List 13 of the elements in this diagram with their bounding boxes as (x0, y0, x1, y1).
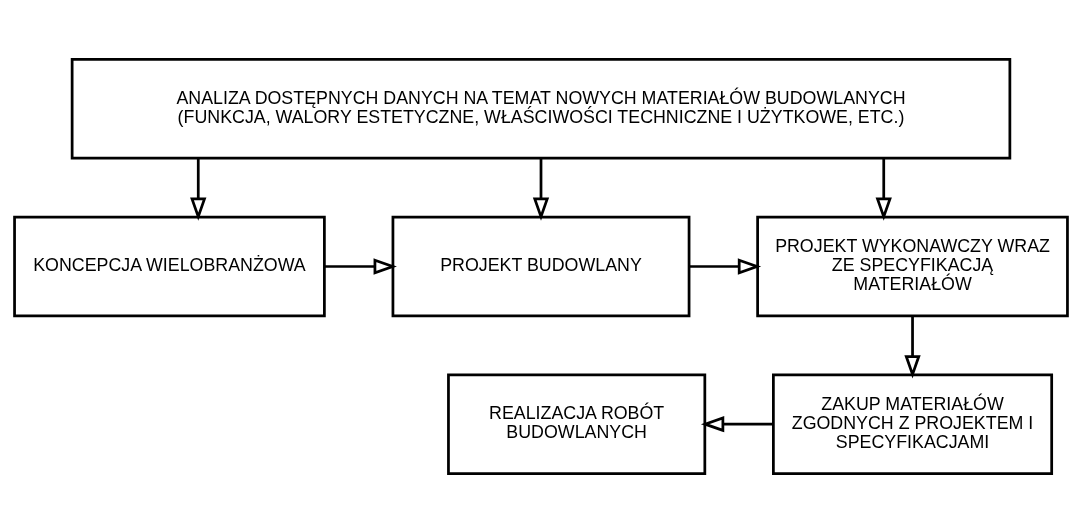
arrow (689, 257, 762, 275)
node-box: PROJEKT BUDOWLANY (391, 215, 691, 317)
node-box: PROJEKT WYKONAWCZY WRAZ ZE SPECYFIKACJĄ MATERIAŁÓW (756, 215, 1069, 317)
node-box: ZAKUP MATERIAŁÓW ZGODNYCH Z PROJEKTEM I SPECYFIKACJAMI (772, 372, 1054, 475)
arrow (875, 157, 892, 221)
arrow (190, 157, 207, 221)
node-box: ANALIZA DOSTĘPNYCH DANYCH NA TEMAT NOWYCH MATERIAŁÓW BUDOWLANYCH (FUNKCJA, WALORY ESTETYCZNE, WŁAŚCIWOŚCI TECHNICZNE I UŻYTKOWE, ETC.) (70, 57, 1012, 160)
arrow (324, 257, 397, 275)
arrow (700, 415, 773, 432)
arrow (532, 157, 550, 221)
node-box: KONCEPCJA WIELOBRANŻOWA (13, 215, 326, 317)
arrow (904, 315, 921, 378)
node-box: REALIZACJA ROBÓT BUDOWLANYCH (447, 372, 707, 475)
